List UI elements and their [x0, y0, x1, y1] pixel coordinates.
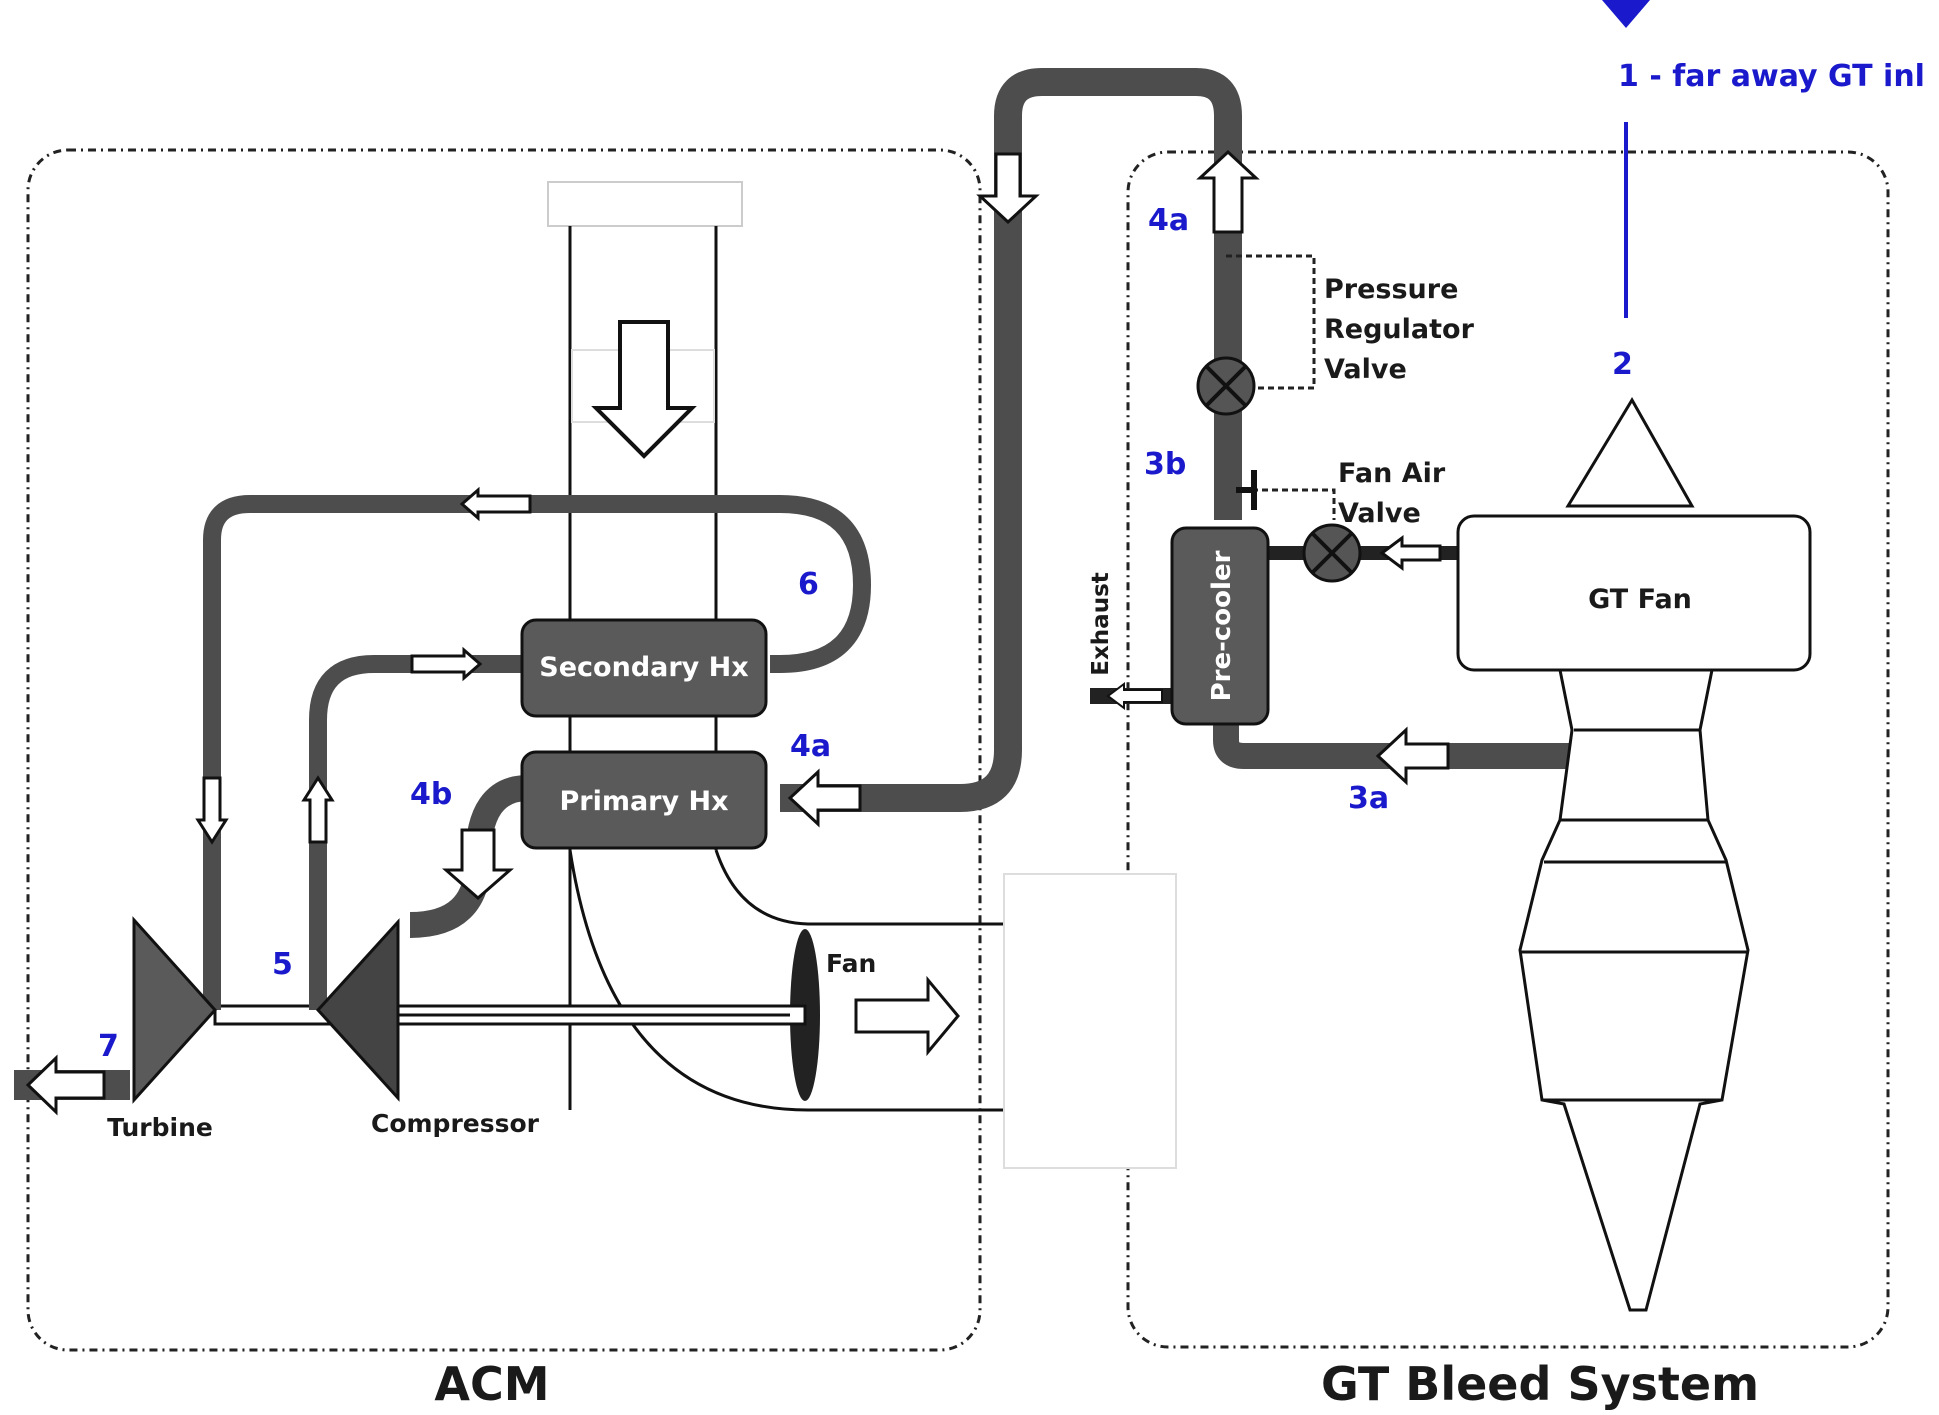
- exhaust-label: Exhaust: [1088, 572, 1114, 676]
- gt-nose: [1565, 397, 1695, 508]
- precooler-box: [1170, 526, 1270, 726]
- secondary-hx-box: [520, 618, 768, 718]
- fav-control-line: [1252, 488, 1336, 520]
- station-4a-hx-label: 4a: [790, 729, 831, 764]
- turbine-label: Turbine: [107, 1113, 213, 1142]
- station-4b-label: 4b: [410, 777, 452, 812]
- primary-hx-label: Primary Hx: [559, 786, 728, 817]
- prv-label-line3: Valve: [1324, 354, 1407, 385]
- flow-arrow-icon: [1379, 535, 1442, 571]
- compressor-label: Compressor: [371, 1109, 540, 1138]
- flow-arrow-icon: [976, 152, 1040, 225]
- fan-duct-upper: [714, 849, 1012, 926]
- pipe-6-loop: [203, 495, 872, 1010]
- gt-core: [1518, 668, 1750, 1312]
- fan-label: Fan: [826, 949, 876, 978]
- prv-control-line: [1226, 254, 1316, 390]
- flow-arrow-icon: [787, 768, 862, 828]
- station-3a-label: 3a: [1348, 781, 1389, 816]
- flow-arrow-icon: [195, 776, 229, 845]
- flow-arrow-icon: [1196, 149, 1260, 234]
- secondary-hx-label: Secondary Hx: [539, 652, 748, 683]
- station-2-label: 2: [1612, 347, 1633, 382]
- station-4a-top-label: 4a: [1148, 203, 1189, 238]
- primary-hx-box: [520, 750, 768, 850]
- station-3b-label: 3b: [1144, 447, 1186, 482]
- bleed-boundary: [1126, 150, 1890, 1349]
- acm-section-title: ACM: [434, 1357, 549, 1411]
- flow-arrow-icon: [301, 775, 335, 844]
- flow-arrow-icon: [459, 486, 532, 522]
- flow-arrow-icon: [25, 1054, 106, 1116]
- ram-air-inlet: [547, 181, 743, 227]
- inlet-arrow-icon: [1602, 0, 1650, 28]
- flow-arrow-icon: [410, 646, 483, 682]
- station-1-label: 1 - far away GT inl: [1618, 59, 1925, 94]
- prv-label-line1: Pressure: [1324, 274, 1458, 305]
- turbine-icon: [132, 916, 218, 1104]
- precooler-label: Pre-cooler: [1207, 550, 1237, 701]
- acm-boundary: [26, 148, 982, 1352]
- pipe-5-to-secondary: [309, 655, 530, 1010]
- bleed-section-title: GT Bleed System: [1321, 1357, 1759, 1411]
- pipe-3a: [1213, 720, 1572, 769]
- station-7-label: 7: [98, 1029, 119, 1064]
- ram-air-arrow-icon: [591, 320, 697, 459]
- flow-arrow-icon: [442, 828, 514, 900]
- fan-duct-lower: [568, 849, 1012, 1112]
- station-5-label: 5: [272, 947, 293, 982]
- fav-label-line2: Valve: [1338, 498, 1421, 529]
- prv-label-line2: Regulator: [1324, 314, 1475, 345]
- compressor-icon: [315, 918, 400, 1102]
- gt-fan-label: GT Fan: [1588, 584, 1692, 615]
- flow-arrow-icon: [1375, 726, 1450, 786]
- fan-duct-outlet: [1003, 873, 1177, 1169]
- flow-arrow-icon: [1106, 682, 1163, 710]
- pipe-4a: [780, 68, 1242, 812]
- fav-cross-b: [1310, 531, 1354, 575]
- fav-label-line1: Fan Air: [1338, 458, 1446, 489]
- prv-cross-b: [1204, 364, 1248, 408]
- fan-flow-arrow-icon: [854, 975, 960, 1057]
- station-6-label: 6: [798, 567, 819, 602]
